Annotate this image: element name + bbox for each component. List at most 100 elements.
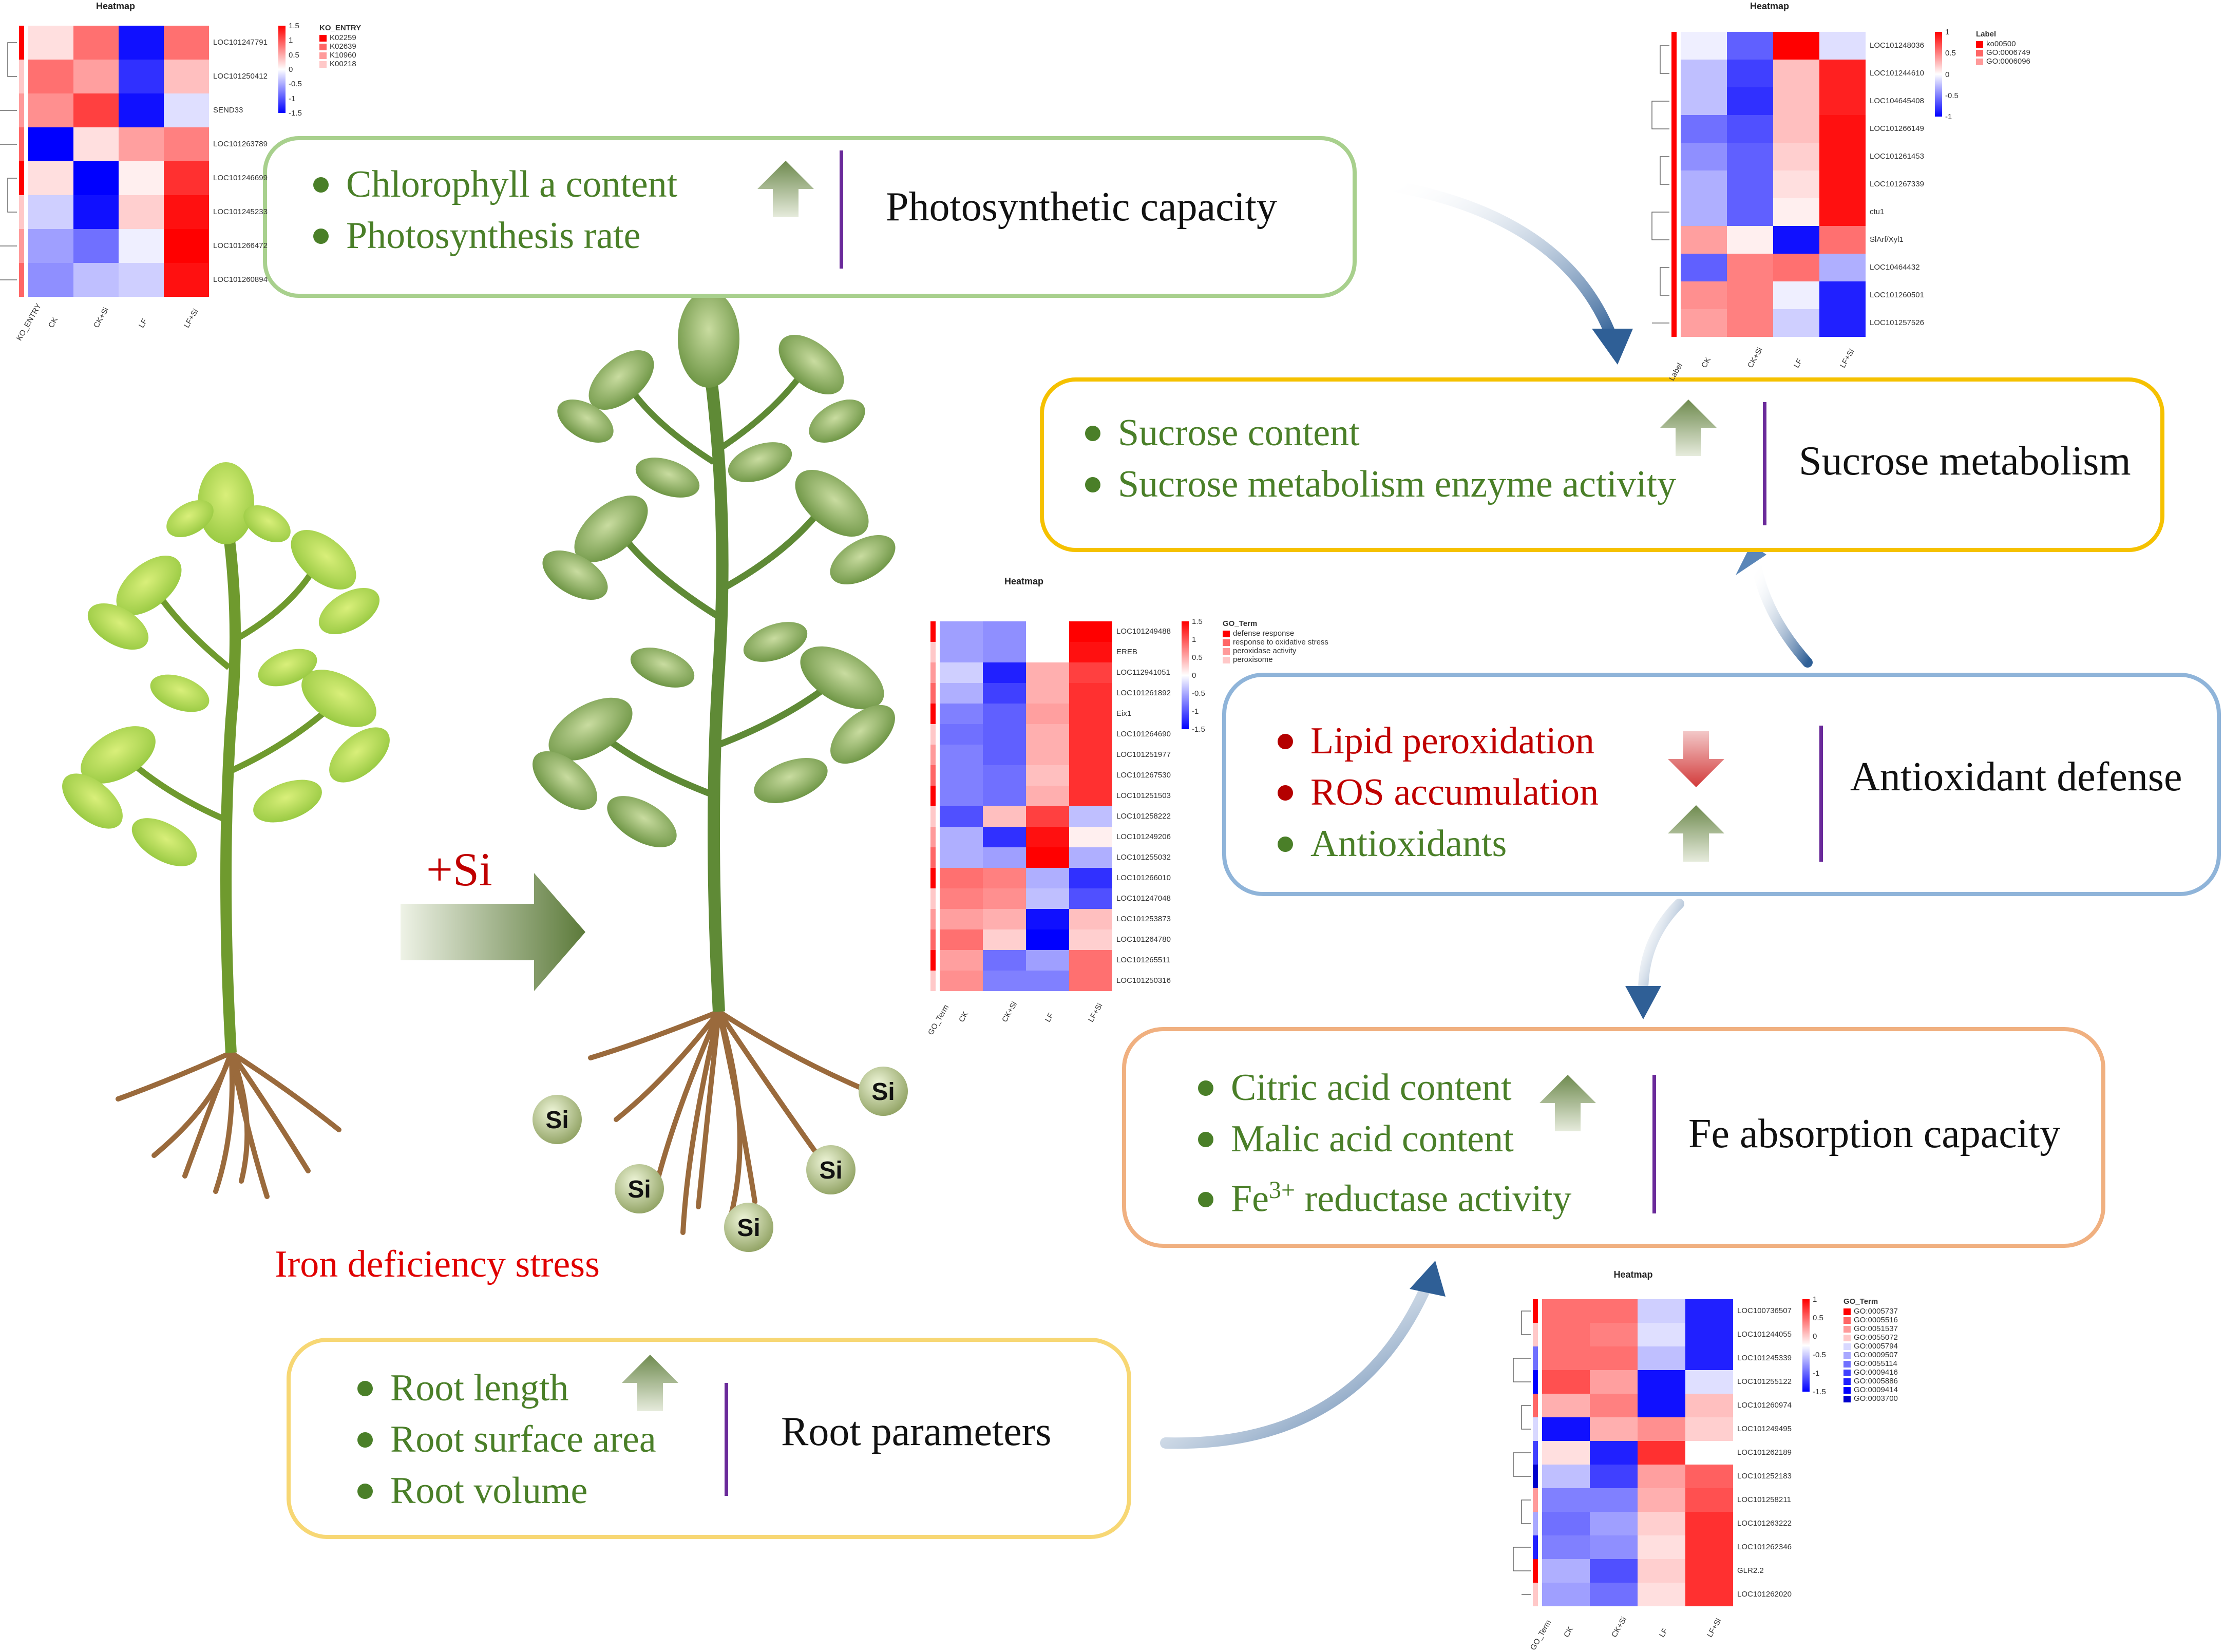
heatmap-cell (1638, 1488, 1685, 1512)
heatmap-row-label: LOC101261892 (1116, 689, 1171, 697)
dendrogram (0, 42, 17, 280)
heatmap-cell (1590, 1346, 1638, 1370)
heatmap-col-label: CK+Si (1609, 1615, 1628, 1639)
svg-text:Si: Si (737, 1214, 760, 1242)
heatmap-row-label: LOC101263789 (213, 140, 268, 148)
heatmap-cell (1542, 1370, 1590, 1394)
heatmap-legend-entry: peroxisome (1233, 655, 1273, 664)
heatmap-color-scale (278, 26, 286, 113)
heatmap-legend-entry: GO:0009414 (1854, 1385, 1898, 1394)
heatmap-row-label: LOC101267339 (1870, 180, 1924, 188)
annotation-cell (19, 229, 24, 263)
heatmap-col-label: CK+Si (92, 306, 111, 330)
annotation-cell (930, 868, 936, 888)
heatmap-col-label: LF (1657, 1626, 1669, 1639)
heatmap-cell (119, 26, 164, 60)
si-particle: Si (724, 1203, 773, 1252)
heatmap-cell (983, 745, 1026, 765)
up-arrow-icon (1668, 805, 1724, 862)
up-arrow-icon (757, 161, 814, 217)
bullet-item: Root length (357, 1362, 656, 1414)
divider (1763, 402, 1766, 525)
heatmap-scale-tick: 0 (289, 65, 293, 74)
heatmap-cell (1681, 281, 1727, 309)
heatmap-scale-tick: 1 (1192, 635, 1196, 644)
heatmap-row-label: LOC101266149 (1870, 124, 1924, 133)
heatmap-title: Heatmap (1613, 1269, 1653, 1280)
annotation-cell (1671, 60, 1677, 87)
plant-iron-deficient (62, 462, 390, 1199)
heatmap-cell (940, 806, 983, 827)
heatmap-cell (1819, 309, 1866, 337)
heatmap-cell (940, 827, 983, 847)
heatmap-legend-swatch (1843, 1370, 1851, 1376)
heatmap-legend-swatch (1223, 639, 1230, 646)
heatmap-row-label: LOC101267530 (1116, 771, 1171, 780)
heatmap-cell (1638, 1323, 1685, 1346)
heatmap-scale-tick: -0.5 (1192, 689, 1205, 698)
heatmap-cell (1590, 1441, 1638, 1465)
heatmap-scale-tick: -1 (1945, 112, 1952, 121)
heatmap-cell (1026, 683, 1069, 704)
heatmap-legend-entry: peroxidase activity (1233, 647, 1297, 655)
sucrose-category: Sucrose metabolism (1799, 439, 2131, 484)
annotation-cell (930, 888, 936, 909)
heatmap-cell (73, 26, 119, 60)
heatmap-cell (1590, 1394, 1638, 1417)
heatmap-cell (1069, 847, 1112, 868)
heatmap-cell (1590, 1559, 1638, 1583)
heatmap-cell (1681, 143, 1727, 170)
heatmap-cell (1069, 868, 1112, 888)
annotation-cell (930, 704, 936, 724)
heatmap-legend-swatch (1843, 1326, 1851, 1333)
heatmap-cell (1685, 1441, 1733, 1465)
heatmap-cell (1773, 309, 1819, 337)
heatmap-legend-entry: GO:0051537 (1854, 1324, 1898, 1333)
heatmap-scale-tick: 0.5 (1945, 49, 1956, 58)
heatmap-cell (73, 60, 119, 93)
heatmap-cell (28, 93, 73, 127)
heatmap-cell (1773, 115, 1819, 143)
heatmap-cell (119, 60, 164, 93)
heatmap-cell (73, 93, 119, 127)
heatmap-legend-entry: K00218 (330, 60, 356, 68)
annotation-cell (1671, 254, 1677, 281)
annotation-cell (930, 683, 936, 704)
arrow-root-to-fe (1160, 1278, 1433, 1449)
si-particle: Si (533, 1095, 582, 1144)
heatmap-cell (1069, 745, 1112, 765)
heatmap-legend-swatch (1843, 1387, 1851, 1394)
heatmap-color-scale (1182, 621, 1189, 729)
heatmap-legend-entry: GO:0009507 (1854, 1351, 1898, 1359)
heatmap-cell (983, 868, 1026, 888)
heatmap-cell (983, 683, 1026, 704)
heatmap-cell (119, 93, 164, 127)
bullet-item: Sucrose metabolism enzyme activity (1085, 459, 1676, 510)
heatmap-cell (940, 621, 983, 642)
heatmap-cell (1026, 827, 1069, 847)
heatmap-cell (1590, 1465, 1638, 1488)
heatmap-cell (1590, 1370, 1638, 1394)
heatmap-cell (1542, 1535, 1590, 1559)
annotation-cell (930, 621, 936, 642)
down-arrow-icon (1668, 731, 1724, 787)
heatmap-cell (1819, 254, 1866, 281)
heatmap-cell (1727, 143, 1773, 170)
heatmap-cell (1590, 1512, 1638, 1535)
antioxidant-box: Lipid peroxidation ROS accumulation Anti… (1222, 673, 2221, 896)
arrow-root-to-fe-head (1410, 1261, 1446, 1297)
heatmap-legend-entry: K02259 (330, 33, 356, 42)
heatmap-scale-tick: -1 (1192, 707, 1199, 716)
heatmap-cell (1727, 60, 1773, 87)
heatmap-legend-swatch (1223, 648, 1230, 655)
heatmap-legend-entry: GO:0005886 (1854, 1377, 1898, 1385)
heatmap-row-label: LOC101252183 (1737, 1472, 1792, 1480)
heatmap-row-label: LOC101244055 (1737, 1330, 1792, 1339)
heatmap-row-label: LOC101260501 (1870, 291, 1924, 299)
heatmap-cell (1638, 1299, 1685, 1323)
plant-si-treated (533, 290, 896, 1235)
heatmap-row-label: LOC101253873 (1116, 915, 1171, 923)
heatmap-legend-swatch (319, 44, 327, 50)
annotation-cell (19, 161, 24, 195)
heatmap-cell (1638, 1583, 1685, 1606)
